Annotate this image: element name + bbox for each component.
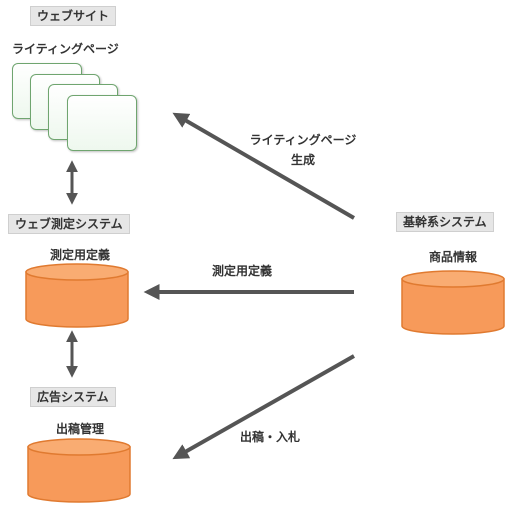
flow-label-page-generation-line1: ライティングページ <box>249 133 357 147</box>
flow-label-page-generation: ライティングページ 生成 <box>228 130 378 170</box>
measurement-db-caption: 測定用定義 <box>49 248 110 262</box>
flow-label-measurement: 測定用定義 <box>212 264 273 278</box>
flow-label-page-generation-line2: 生成 <box>290 153 315 167</box>
arrow-core-to-website <box>172 112 356 220</box>
product-database-icon <box>401 270 505 335</box>
measurement-database-icon <box>25 263 129 328</box>
ad-system-label: 広告システム <box>30 387 116 407</box>
flow-label-ad: 出稿・入札 <box>240 430 301 444</box>
landing-page-card <box>67 95 137 151</box>
arrow-core-to-ad <box>172 354 355 460</box>
ad-db-caption: 出稿管理 <box>55 422 104 436</box>
core-system-label: 基幹系システム <box>396 212 494 232</box>
ad-database-icon <box>27 438 131 503</box>
product-db-caption: 商品情報 <box>428 250 477 264</box>
landing-pages-caption: ライティングページ <box>12 42 119 56</box>
measurement-system-label: ウェブ測定システム <box>8 214 130 234</box>
website-label: ウェブサイト <box>30 6 117 26</box>
